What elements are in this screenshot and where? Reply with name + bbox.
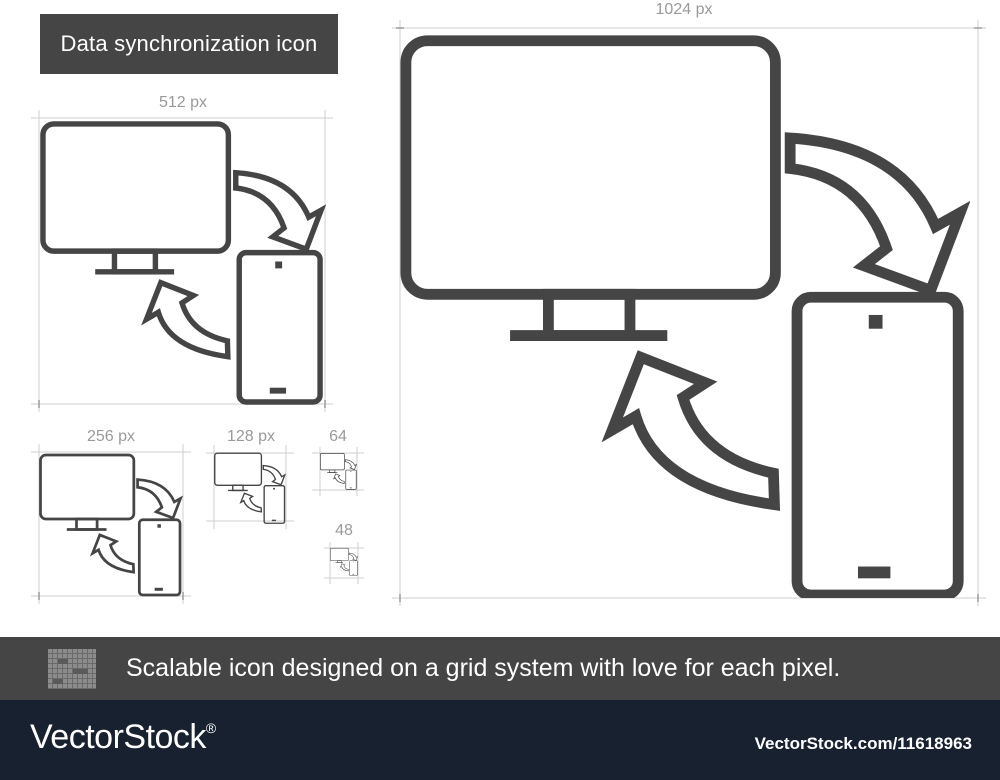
- brand-name: VectorStock: [30, 718, 206, 756]
- pixel-grid-icon: [48, 649, 96, 689]
- size-label-128: 128 px: [226, 428, 276, 445]
- sync-icon-512: [40, 115, 326, 405]
- sync-icon-256: [39, 450, 183, 597]
- size-label-64: 64: [329, 428, 347, 445]
- size-guides: [31, 20, 986, 606]
- brand-logo[interactable]: VectorStock®: [30, 718, 216, 757]
- tagline-text: Scalable icon designed on a grid system …: [126, 654, 841, 682]
- sync-icon-64: [320, 452, 357, 490]
- size-label-512: 512 px: [158, 94, 208, 111]
- size-label-1024: 1024 px: [655, 1, 713, 18]
- size-label-48: 48: [335, 522, 353, 539]
- footer-bar: VectorStock® VectorStock.com/11618963: [0, 700, 1000, 780]
- page-title: Data synchronization icon: [40, 14, 338, 74]
- tagline-banner: Scalable icon designed on a grid system …: [0, 637, 1000, 700]
- sync-icon-48: [330, 547, 358, 576]
- registered-mark: ®: [205, 720, 216, 736]
- sync-icon-128: [214, 451, 286, 524]
- stock-id-link[interactable]: VectorStock.com/11618963: [754, 734, 972, 753]
- sync-icon-1024: [400, 26, 970, 598]
- size-label-256: 256 px: [86, 428, 136, 445]
